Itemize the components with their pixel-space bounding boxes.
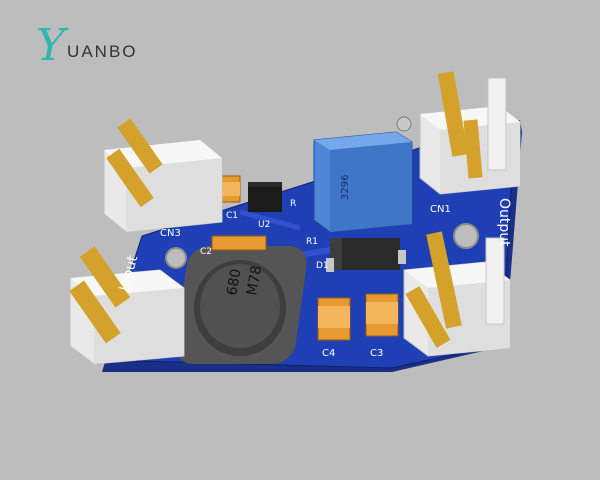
pin-gold bbox=[79, 246, 131, 308]
label-r2: R bbox=[290, 199, 296, 209]
pin-gold bbox=[405, 286, 451, 348]
mounting-hole bbox=[453, 223, 479, 249]
label-c2: C2 bbox=[200, 247, 212, 257]
inductor-text-line1: 680 bbox=[224, 268, 244, 297]
pin-gold bbox=[437, 71, 469, 157]
cap-c2 bbox=[211, 235, 267, 251]
label-c4: C4 bbox=[322, 348, 335, 359]
label-r1: R1 bbox=[306, 237, 318, 247]
label-cn3: CN3 bbox=[160, 228, 181, 239]
cap-c4 bbox=[317, 297, 351, 341]
header-cn1 bbox=[419, 71, 521, 195]
label-u2: U2 bbox=[258, 220, 270, 230]
yuanbo-logo: Y UANBO bbox=[36, 20, 138, 71]
inductor-text-line2: M78 bbox=[244, 264, 265, 296]
pin-gold bbox=[106, 148, 154, 208]
label-d1: D1 bbox=[316, 261, 329, 271]
trimpot: 3296 bbox=[313, 116, 413, 233]
logo-text: UANBO bbox=[67, 42, 138, 61]
pin-gold bbox=[117, 118, 163, 174]
inductor: 680 M78 bbox=[175, 246, 307, 364]
header-cn3 bbox=[103, 118, 223, 233]
cap-c3 bbox=[365, 293, 399, 337]
cap-c1 bbox=[219, 175, 241, 203]
mounting-hole bbox=[165, 247, 187, 269]
label-output: Output bbox=[496, 198, 512, 247]
trimpot-text: 3296 bbox=[340, 175, 351, 200]
header-output bbox=[403, 231, 511, 357]
trimpot-screw-icon bbox=[396, 116, 412, 132]
trace bbox=[239, 209, 301, 231]
logo-mark: Y bbox=[36, 20, 66, 71]
ic-u2 bbox=[248, 182, 282, 212]
pin-gold bbox=[69, 280, 121, 344]
diode-d1 bbox=[326, 238, 406, 272]
label-c3: C3 bbox=[370, 348, 383, 359]
pin-gold bbox=[463, 119, 483, 179]
pin-gold bbox=[426, 231, 462, 329]
header-input bbox=[69, 246, 185, 365]
label-c1: C1 bbox=[226, 211, 238, 221]
label-cn1: CN1 bbox=[430, 204, 451, 215]
